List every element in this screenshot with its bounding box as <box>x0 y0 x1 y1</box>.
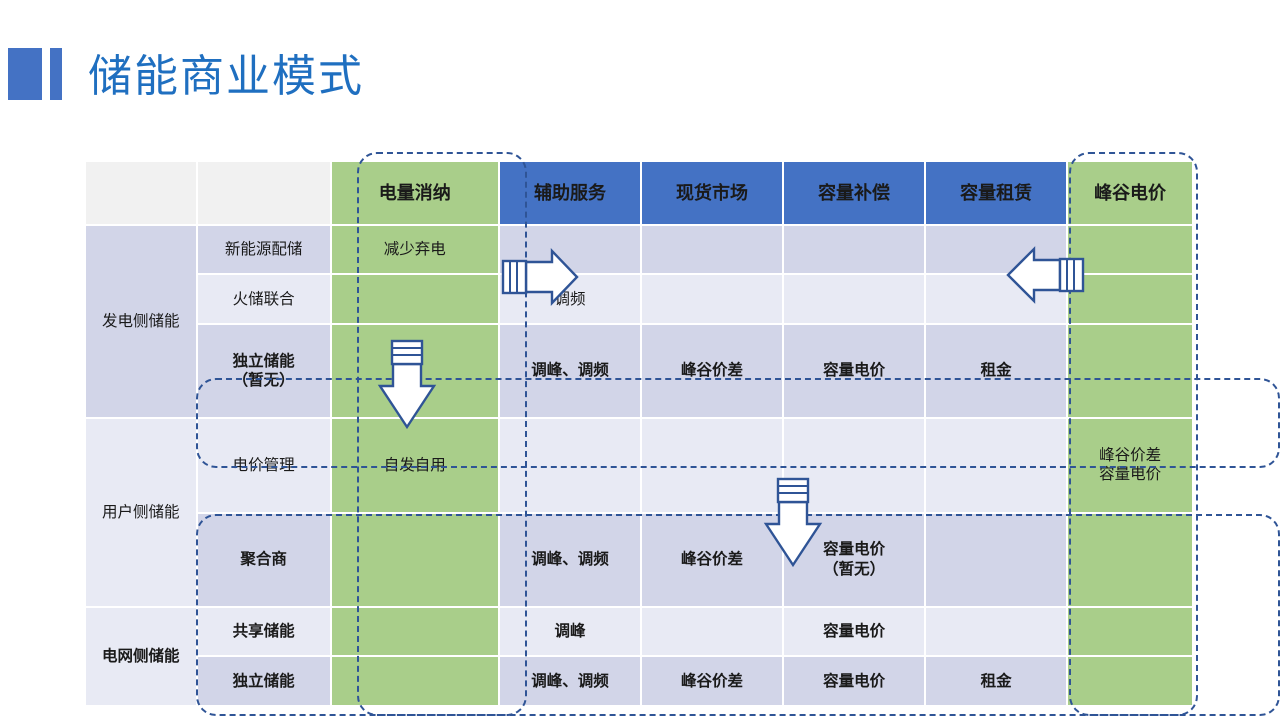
title-bar-stripe <box>50 48 62 100</box>
group-label-0: 发电侧储能 <box>86 226 198 420</box>
cell-0-3 <box>784 226 927 276</box>
cell-4-0 <box>331 513 500 608</box>
cell-1-2 <box>642 275 785 325</box>
cell-3-3 <box>784 419 927 514</box>
header-group-blank <box>86 162 198 226</box>
cell-0-2 <box>642 226 785 276</box>
cell-2-1: 调峰、调频 <box>499 324 642 420</box>
cell-1-5 <box>1068 275 1194 325</box>
cell-6-5 <box>1068 657 1194 707</box>
table-row: 独立储能（暂无） 调峰、调频 峰谷价差 容量电价 租金 <box>86 324 1194 420</box>
cell-3-4 <box>926 419 1069 514</box>
cell-2-5 <box>1068 324 1194 420</box>
cell-5-5 <box>1068 608 1194 658</box>
cell-5-4 <box>926 608 1069 658</box>
cell-4-1: 调峰、调频 <box>499 513 642 608</box>
cell-4-2: 峰谷价差 <box>642 513 785 608</box>
cell-5-2 <box>642 608 785 658</box>
cell-0-5 <box>1068 226 1194 276</box>
cell-3-5: 峰谷价差容量电价 <box>1068 419 1194 514</box>
cell-3-2 <box>642 419 785 514</box>
title-bar-square <box>8 48 42 100</box>
cell-2-3: 容量电价 <box>784 324 927 420</box>
business-model-table: 电量消纳 辅助服务 现货市场 容量补偿 容量租赁 峰谷电价 发电侧储能 新能源配… <box>86 162 1194 707</box>
cell-4-4 <box>926 513 1069 608</box>
cell-0-0: 减少弃电 <box>331 226 500 276</box>
table-row: 聚合商 调峰、调频 峰谷价差 容量电价（暂无） <box>86 513 1194 608</box>
cell-0-1 <box>499 226 642 276</box>
table-row: 发电侧储能 新能源配储 减少弃电 <box>86 226 1194 420</box>
row-sub-6: 独立储能 <box>197 657 332 707</box>
cell-1-3 <box>784 275 927 325</box>
page-title: 储能商业模式 <box>88 51 364 102</box>
cell-1-4 <box>926 275 1069 325</box>
cell-3-0: 自发自用 <box>331 419 500 514</box>
row-sub-2: 独立储能（暂无） <box>197 324 332 420</box>
table-row: 独立储能 调峰、调频 峰谷价差 容量电价 租金 <box>86 657 1194 707</box>
table-header-row: 电量消纳 辅助服务 现货市场 容量补偿 容量租赁 峰谷电价 <box>86 162 1194 226</box>
table-row: 火储联合 调频 <box>86 275 1194 325</box>
cell-6-2: 峰谷价差 <box>642 657 785 707</box>
table-row: 用户侧储能 电价管理 自发自用 峰谷价差容量电价 <box>86 419 1194 608</box>
cell-5-3: 容量电价 <box>784 608 927 658</box>
cell-6-3: 容量电价 <box>784 657 927 707</box>
header-col-1[interactable]: 辅助服务 <box>499 162 642 226</box>
header-col-2[interactable]: 现货市场 <box>642 162 785 226</box>
cell-0-4 <box>926 226 1069 276</box>
header-col-5[interactable]: 峰谷电价 <box>1068 162 1194 226</box>
row-sub-0: 新能源配储 <box>197 226 332 276</box>
cell-5-1: 调峰 <box>499 608 642 658</box>
row-sub-5: 共享储能 <box>197 608 332 658</box>
header-col-0[interactable]: 电量消纳 <box>331 162 500 226</box>
row-sub-3: 电价管理 <box>197 419 332 514</box>
row-sub-4: 聚合商 <box>197 513 332 608</box>
cell-4-3: 容量电价（暂无） <box>784 513 927 608</box>
cell-4-5 <box>1068 513 1194 608</box>
cell-3-1 <box>499 419 642 514</box>
group-label-1: 用户侧储能 <box>86 419 198 608</box>
cell-1-1: 调频 <box>499 275 642 325</box>
cell-2-2: 峰谷价差 <box>642 324 785 420</box>
table-row: 电网侧储能 共享储能 调峰 容量电价 <box>86 608 1194 707</box>
header-sub-blank <box>197 162 332 226</box>
header-col-4[interactable]: 容量租赁 <box>926 162 1069 226</box>
cell-6-1: 调峰、调频 <box>499 657 642 707</box>
group-label-2: 电网侧储能 <box>86 608 198 707</box>
cell-6-0 <box>331 657 500 707</box>
cell-2-4: 租金 <box>926 324 1069 420</box>
row-sub-1: 火储联合 <box>197 275 332 325</box>
cell-1-0 <box>331 275 500 325</box>
cell-2-0 <box>331 324 500 420</box>
cell-5-0 <box>331 608 500 658</box>
cell-6-4: 租金 <box>926 657 1069 707</box>
header-col-3[interactable]: 容量补偿 <box>784 162 927 226</box>
